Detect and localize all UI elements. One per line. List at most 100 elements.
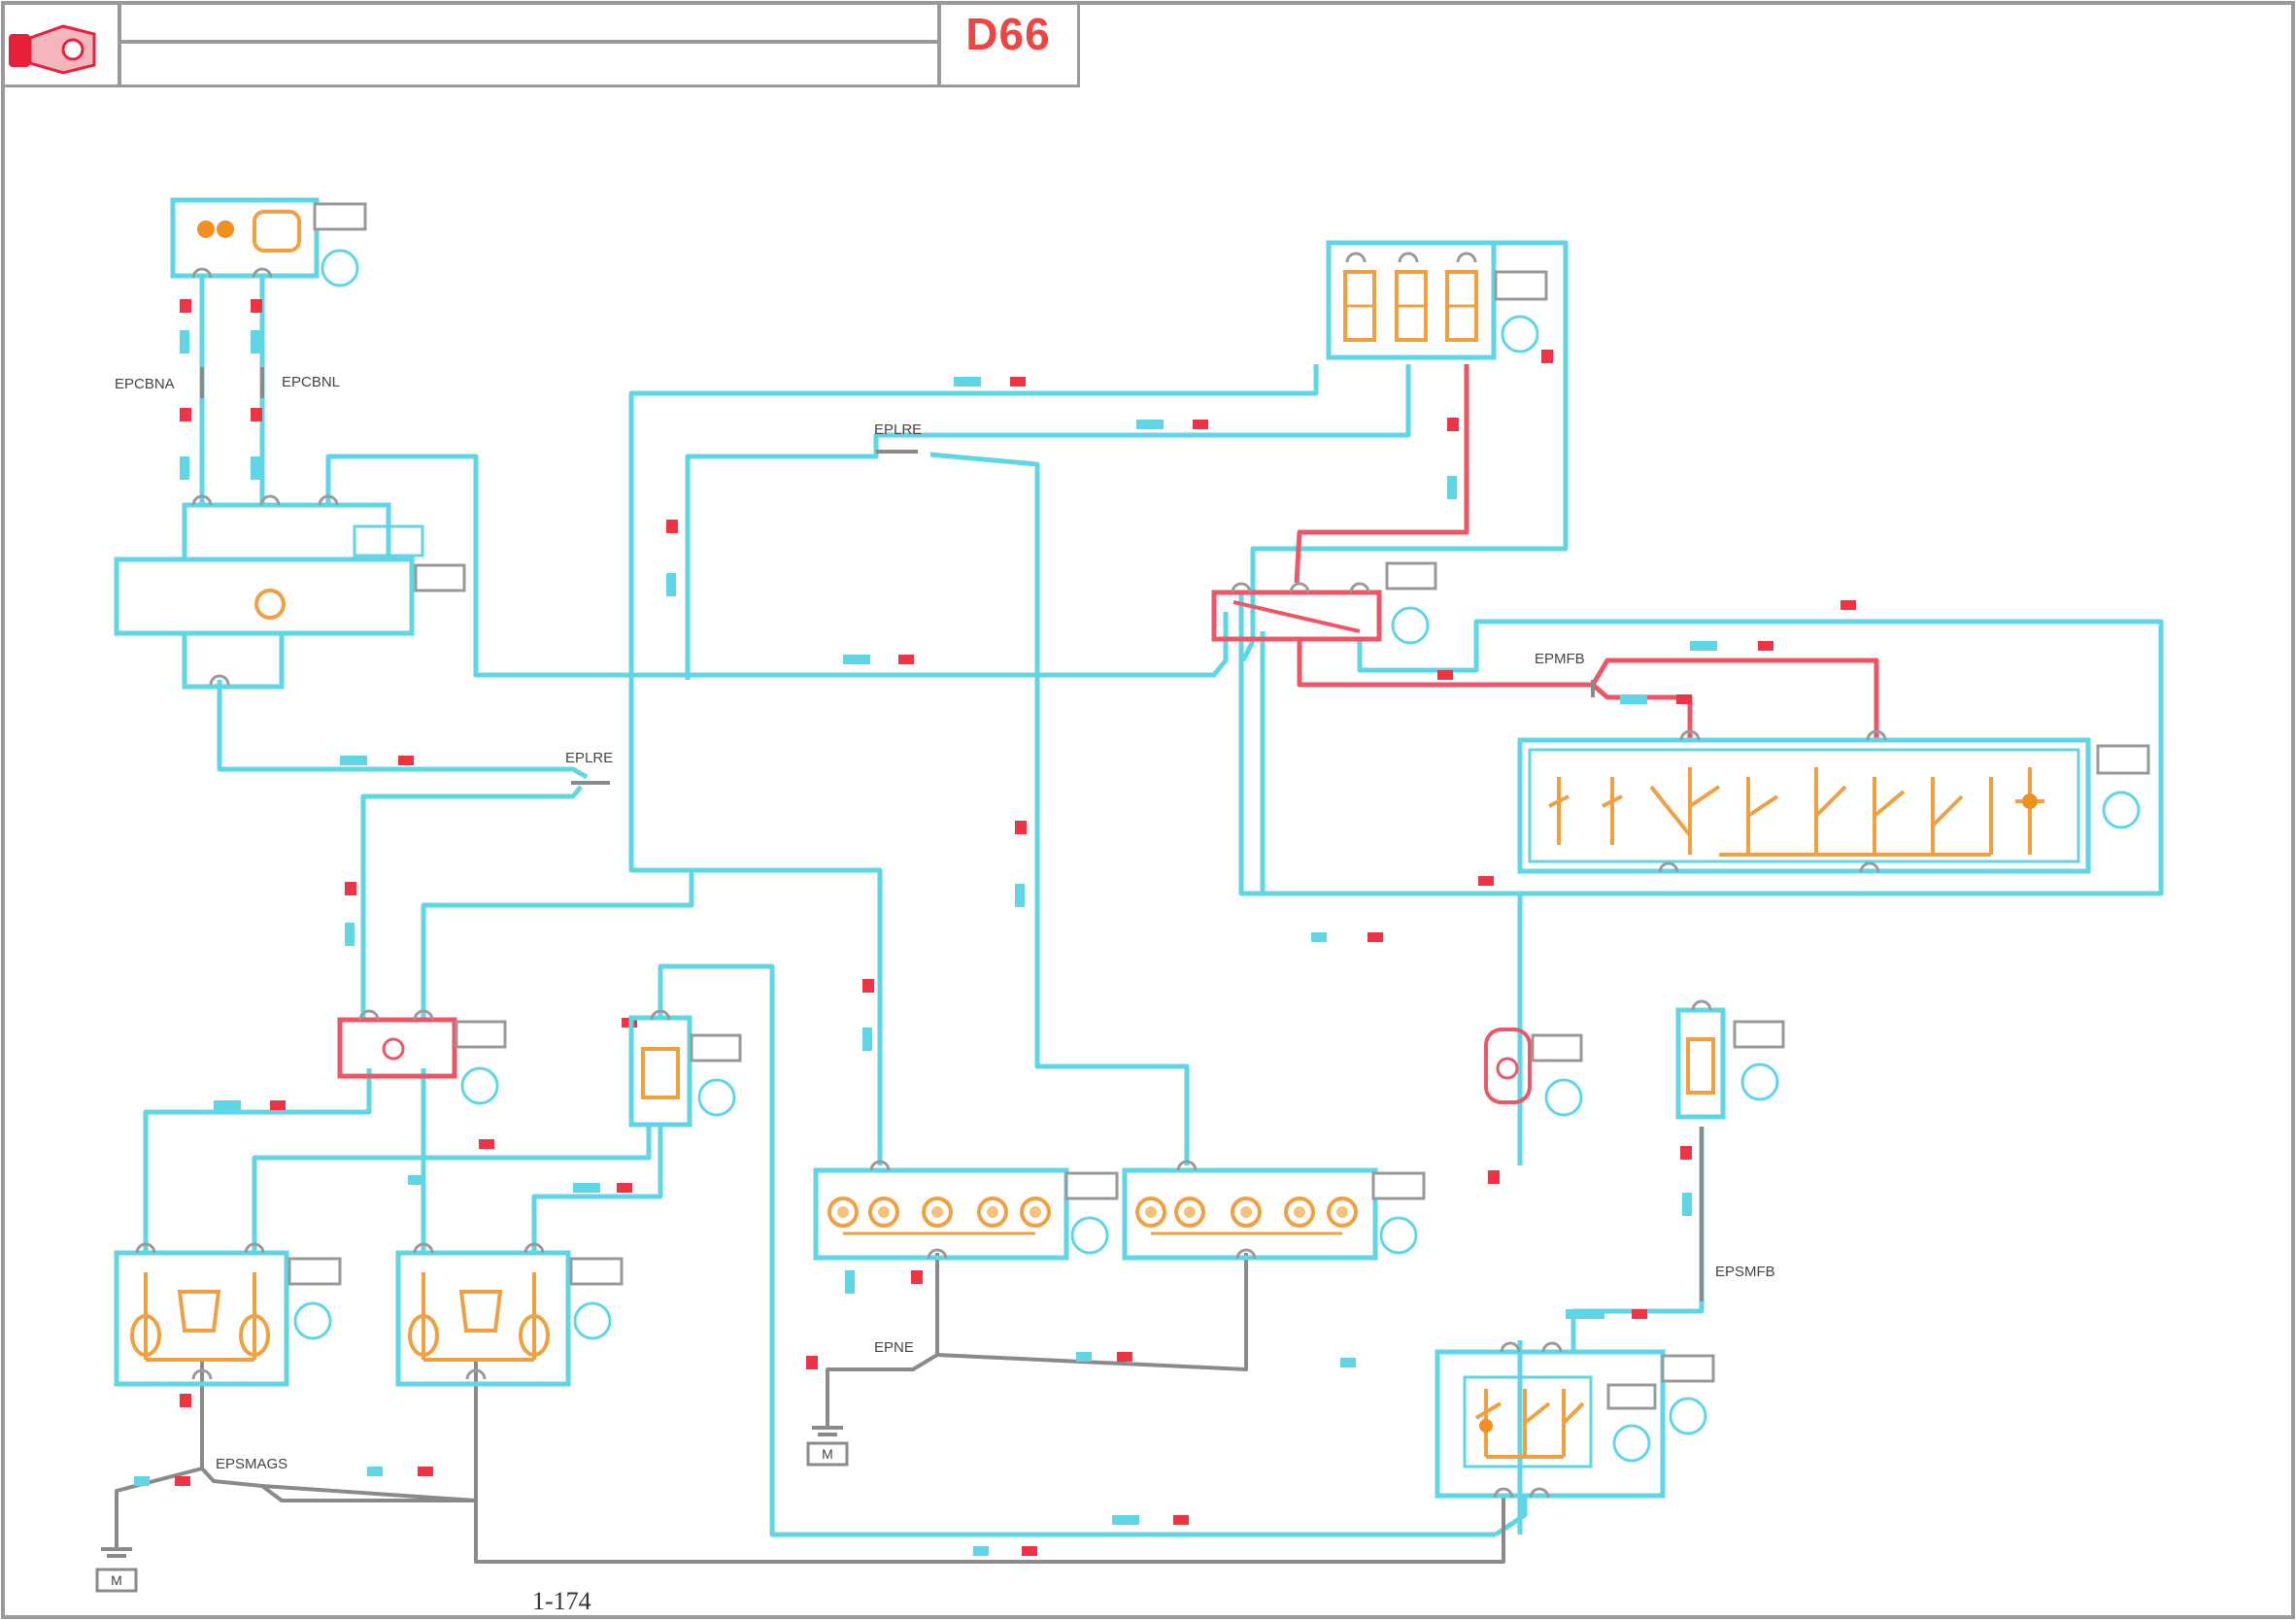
wire-tag-red xyxy=(479,1139,494,1149)
wire-tag-red xyxy=(180,1394,191,1407)
header-description-box xyxy=(118,41,940,87)
wire-tag-cyan xyxy=(134,1476,150,1486)
wire-tag-red xyxy=(251,408,262,422)
wire-tag-red xyxy=(398,756,414,765)
component-relay-block xyxy=(1326,240,1548,360)
wire-tag-red xyxy=(418,1467,433,1476)
wire-tag-red xyxy=(345,882,356,895)
wire-tag-red xyxy=(666,520,678,533)
wire-tag-red xyxy=(1758,641,1773,651)
ground-tags: M M xyxy=(111,1446,833,1588)
wire-tag-red xyxy=(270,1100,286,1110)
wire-tag-red xyxy=(806,1356,818,1369)
wire-tag-cyan xyxy=(666,573,676,596)
wire-tag-red xyxy=(1488,1170,1500,1184)
wire-tag-cyan xyxy=(1112,1515,1139,1525)
wires-cyan xyxy=(143,240,2164,1537)
wire-tag-red xyxy=(1676,694,1692,704)
wire-cyan xyxy=(658,963,1496,1537)
header-code-box xyxy=(938,2,1080,87)
wire-cyan xyxy=(217,680,589,780)
wire-tag-red xyxy=(1367,932,1383,942)
wire-tag-red xyxy=(1447,418,1459,431)
wire-cyan xyxy=(1260,619,2164,896)
component-indicator-lamp xyxy=(170,197,367,287)
wire-tag-red xyxy=(251,299,262,313)
wire-tag-red xyxy=(617,1183,632,1193)
wire-tag-cyan xyxy=(1566,1309,1604,1319)
splice-labels: EPCBNA EPCBNL EPLRE EPLRE EPMFB EPNE EPS… xyxy=(115,374,1775,1472)
wire-tag-red xyxy=(1632,1309,1647,1319)
component-rear-lamp-right xyxy=(1122,1160,1426,1261)
wire-tag-cyan xyxy=(408,1175,423,1185)
wire-tag-red xyxy=(1117,1352,1132,1362)
wire-tag-red xyxy=(1193,420,1208,429)
wire-tag-cyan xyxy=(367,1467,383,1476)
wire-cyan xyxy=(685,364,1411,680)
wire-tag-red xyxy=(1478,876,1494,886)
wire-gray xyxy=(115,1360,204,1549)
wire-tag-red xyxy=(1541,350,1553,363)
wire-tag-red xyxy=(1680,1146,1692,1160)
page-number: 1-174 xyxy=(532,1587,591,1615)
wire-tag-red xyxy=(180,408,191,422)
wire-tag-cyan xyxy=(1311,932,1327,942)
diagram-code: D66 xyxy=(965,9,1051,59)
splice-label: EPCBNL xyxy=(282,374,340,390)
wire-red xyxy=(1294,364,1469,584)
wire-tag-cyan xyxy=(1620,694,1647,704)
wire-tag-cyan xyxy=(1136,420,1164,429)
brand-logo-icon xyxy=(9,24,96,75)
splice-label: EPLRE xyxy=(565,750,613,766)
wire-cyan xyxy=(252,1127,652,1253)
wire-tag-cyan xyxy=(973,1546,989,1556)
wire-tag-cyan xyxy=(1690,641,1717,651)
wire-cyan xyxy=(421,408,694,1018)
component-lamp-unit-b xyxy=(395,1242,624,1387)
wire-tag-red xyxy=(911,1270,923,1284)
component-rear-lamp-left xyxy=(813,1160,1119,1261)
splice-label: EPSMAGS xyxy=(216,1456,287,1472)
component-sensor-right xyxy=(1484,1028,1583,1117)
wire-tag-cyan xyxy=(1015,884,1025,907)
wire-tag-cyan xyxy=(845,1270,855,1294)
wire-gray xyxy=(200,1360,478,1502)
component-lamp-unit-a xyxy=(114,1242,342,1387)
component-switch-assembly-right xyxy=(1517,729,2150,874)
wire-tag-red xyxy=(175,1476,190,1486)
wire-tags xyxy=(134,299,1856,1556)
wire-gray xyxy=(261,1484,477,1502)
wire-gray xyxy=(826,1253,939,1428)
wire-tag-cyan xyxy=(345,923,355,946)
splice-label: EPLRE xyxy=(874,422,922,438)
wire-tag-cyan xyxy=(180,456,189,480)
component-switch-center xyxy=(1211,561,1437,645)
ground-tag: M xyxy=(111,1572,122,1588)
wire-cyan xyxy=(628,364,1319,408)
wire-tag-red xyxy=(1173,1515,1189,1525)
wire-tag-cyan xyxy=(1682,1193,1692,1216)
header-logo-box xyxy=(2,2,120,87)
ground-tag: M xyxy=(822,1446,833,1462)
wire-tag-cyan xyxy=(1076,1352,1092,1362)
component-control-module-left xyxy=(114,494,466,690)
wire-tag-cyan xyxy=(843,655,870,664)
splice-label: EPSMFB xyxy=(1715,1264,1775,1280)
wire-gray xyxy=(474,1496,1505,1564)
wire-tag-red xyxy=(898,655,914,664)
splice-markers xyxy=(200,367,1704,1282)
wire-tag-cyan xyxy=(340,756,367,765)
wire-tag-cyan xyxy=(180,330,189,354)
wire-tag-red xyxy=(1015,821,1027,834)
wire-tag-cyan xyxy=(251,456,260,480)
component-fuse-small xyxy=(628,1009,742,1128)
wire-cyan xyxy=(1250,240,1569,641)
wire-tag-cyan xyxy=(214,1100,241,1110)
wire-gray xyxy=(936,1253,1248,1371)
component-relay-left xyxy=(337,1009,507,1105)
wire-tag-red xyxy=(1022,1546,1037,1556)
wire-tag-red xyxy=(1840,600,1856,610)
